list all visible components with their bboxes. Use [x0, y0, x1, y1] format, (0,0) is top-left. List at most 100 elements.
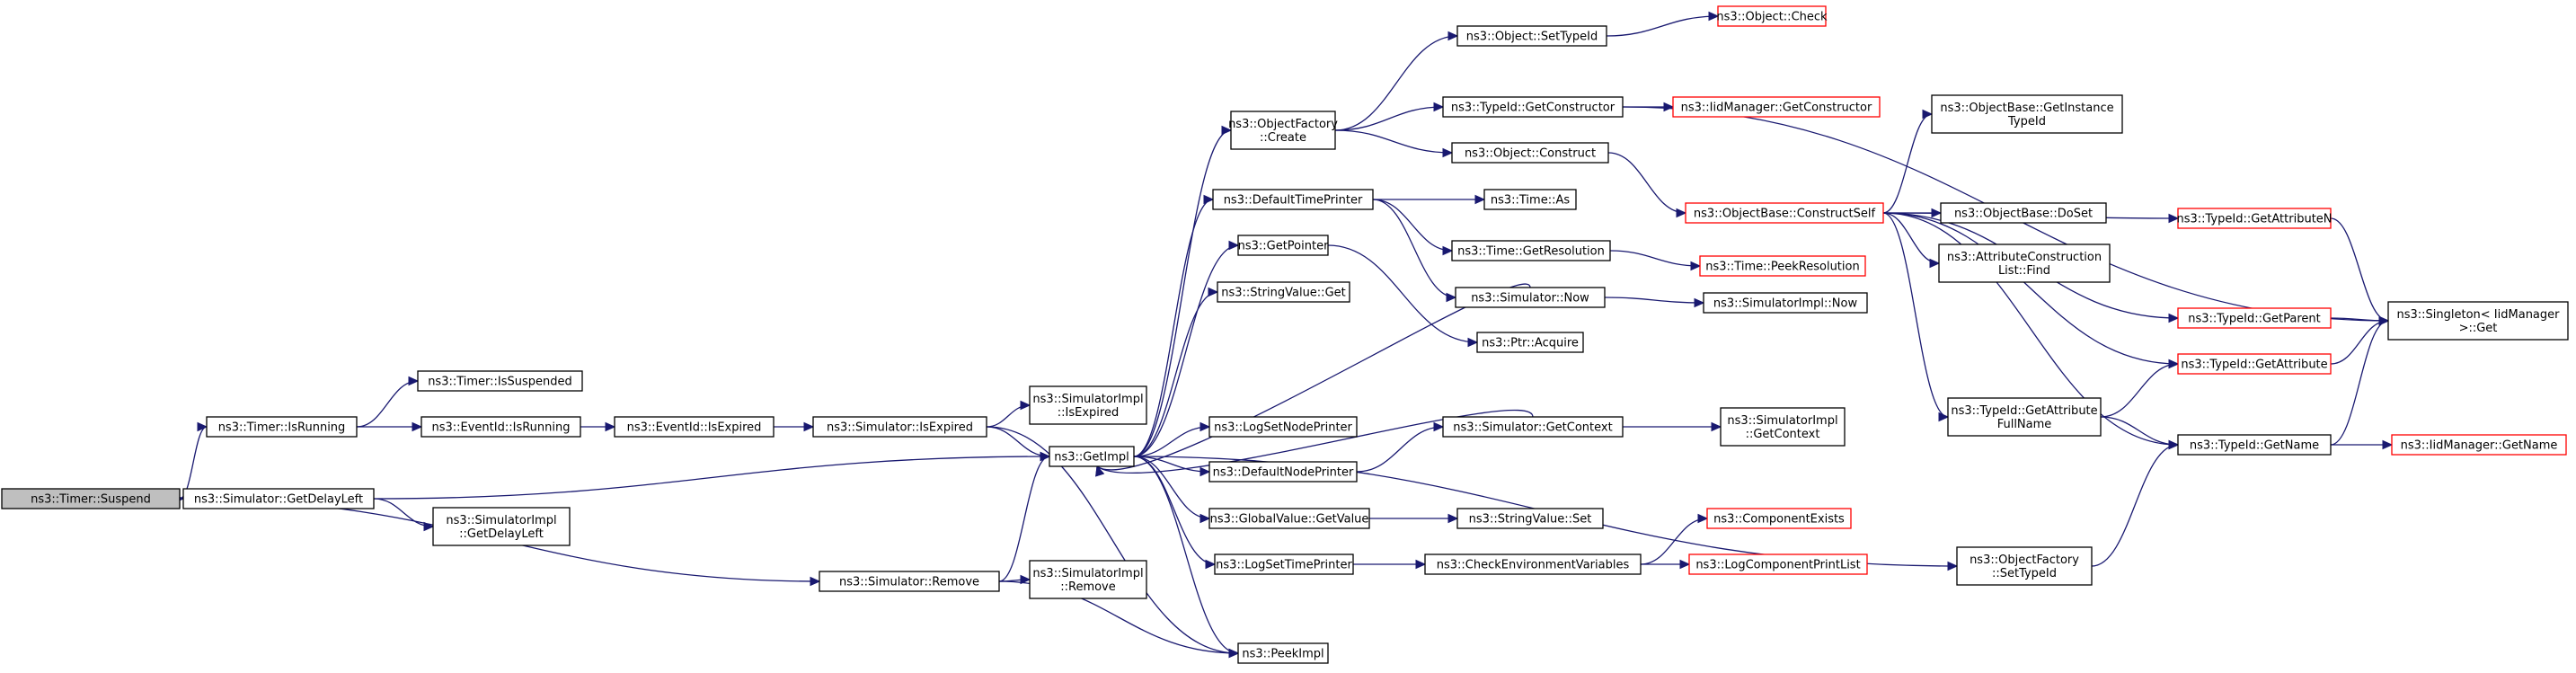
edge-line	[179, 426, 208, 500]
node-label: ::Remove	[1060, 580, 1116, 594]
node-peekimpl[interactable]: ns3::PeekImpl	[1237, 642, 1329, 664]
node-ptr_acquire[interactable]: ns3::Ptr::Acquire	[1476, 332, 1584, 353]
node-iidmanager_getconstructor[interactable]: ns3::IidManager::GetConstructor	[1672, 96, 1881, 118]
node-simimpl_isexpired[interactable]: ns3::SimulatorImpl::IsExpired	[1029, 385, 1147, 425]
edge-objbase_constructself-to-typeid_getattributefullname	[1882, 212, 1950, 422]
edge-evisexpired-to-simisexpired	[773, 421, 815, 432]
node-layer: ns3::Timer::Suspend ns3::Timer::IsRunning…	[1, 5, 2569, 664]
node-label: ns3::Simulator::GetContext	[1453, 421, 1612, 435]
node-simulator_now[interactable]: ns3::Simulator::Now	[1455, 287, 1606, 308]
node-defaulttimeprinter[interactable]: ns3::DefaultTimePrinter	[1212, 189, 1374, 210]
node-stringvalue_get[interactable]: ns3::StringValue::Get	[1217, 281, 1350, 303]
node-getdelayleft[interactable]: ns3::Simulator::GetDelayLeft	[182, 488, 375, 509]
edge-arrowhead	[1199, 513, 1211, 524]
node-iidmanager_getname[interactable]: ns3::IidManager::GetName	[2391, 434, 2567, 456]
edge-arrowhead	[2168, 439, 2180, 450]
node-time_as[interactable]: ns3::Time::As	[1483, 189, 1577, 210]
node-box	[1685, 202, 1884, 224]
edge-arrowhead	[1221, 125, 1233, 136]
node-object_construct[interactable]: ns3::Object::Construct	[1451, 142, 1609, 164]
node-typeid_getattribute[interactable]: ns3::TypeId::GetAttribute	[2177, 353, 2332, 375]
node-label: ns3::StringValue::Set	[1469, 513, 1592, 527]
edge-arrowhead	[1708, 11, 1720, 22]
node-defaultnodeprinter[interactable]: ns3::DefaultNodePrinter	[1208, 461, 1358, 483]
node-globalvalue_getvalue[interactable]: ns3::GlobalValue::GetValue	[1208, 508, 1370, 529]
node-label: ns3::TypeId::GetAttribute	[2181, 359, 2327, 372]
node-simimpl_remove[interactable]: ns3::SimulatorImpl::Remove	[1029, 560, 1147, 599]
edge-arrowhead	[1040, 451, 1051, 462]
edge-objfactory_create-to-object_settypeid	[1334, 31, 1459, 131]
node-box	[2391, 434, 2567, 456]
node-issuspended[interactable]: ns3::Timer::IsSuspended	[417, 370, 583, 392]
node-label: ns3::PeekImpl	[1242, 648, 1323, 661]
node-singleton_get[interactable]: ns3::Singleton< IidManager>::Get	[2387, 301, 2569, 341]
node-box	[1956, 546, 2093, 586]
edge-line	[1882, 212, 1949, 418]
node-logcomponentprintlist[interactable]: ns3::LogComponentPrintList	[1688, 553, 1868, 575]
node-getpointer[interactable]: ns3::GetPointer	[1237, 235, 1329, 256]
edge-line	[1133, 291, 1218, 457]
edge-line	[1133, 426, 1210, 457]
node-object_settypeid[interactable]: ns3::Object::SetTypeId	[1456, 25, 1607, 47]
node-box	[1688, 553, 1868, 575]
node-label: ns3::Timer::IsSuspended	[428, 376, 572, 389]
node-object_check[interactable]: ns3::Object::Check	[1716, 5, 1828, 27]
node-label: ns3::Simulator::Now	[1471, 292, 1589, 306]
edge-objfactory_settypeid-to-typeid_getname	[2091, 439, 2180, 567]
node-label: ns3::SimulatorImpl	[446, 514, 556, 527]
node-objfactory_settypeid[interactable]: ns3::ObjectFactory::SetTypeId	[1956, 546, 2093, 586]
node-logsettimeprinter[interactable]: ns3::LogSetTimePrinter	[1214, 553, 1354, 575]
node-label: ns3::Ptr::Acquire	[1482, 337, 1579, 350]
node-logsetnodeprinter[interactable]: ns3::LogSetNodePrinter	[1208, 416, 1358, 438]
node-objfactory_create[interactable]: ns3::ObjectFactory::Create	[1228, 111, 1338, 150]
edge-line	[1133, 244, 1239, 457]
node-objbase_doset[interactable]: ns3::ObjectBase::DoSet	[1940, 202, 2107, 224]
node-label: ns3::SimulatorImpl	[1032, 567, 1143, 580]
node-box	[1237, 235, 1329, 256]
node-simimpl_getcontext[interactable]: ns3::SimulatorImpl::GetContext	[1720, 407, 1846, 447]
node-componentexists[interactable]: ns3::ComponentExists	[1706, 508, 1852, 529]
edge-arrowhead	[1711, 421, 1722, 432]
node-label: ns3::ObjectBase::ConstructSelf	[1694, 208, 1876, 221]
node-label: ns3::Object::Check	[1716, 11, 1828, 24]
node-box	[2177, 353, 2332, 375]
node-box	[1456, 25, 1607, 47]
node-simisexpired[interactable]: ns3::Simulator::IsExpired	[812, 416, 987, 438]
node-isrunning[interactable]: ns3::Timer::IsRunning	[206, 416, 358, 438]
node-typeid_getconstructor[interactable]: ns3::TypeId::GetConstructor	[1442, 96, 1624, 118]
edge-simremove-to-getimpl	[998, 451, 1051, 582]
node-simulator_getcontext[interactable]: ns3::Simulator::GetContext	[1442, 416, 1624, 438]
edge-objbase_constructself-to-attrconstructionlist_find	[1882, 212, 1941, 269]
node-simremove[interactable]: ns3::Simulator::Remove	[819, 571, 1000, 592]
node-typeid_getattributen[interactable]: ns3::TypeId::GetAttributeN	[2176, 208, 2333, 229]
node-suspend[interactable]: ns3::Timer::Suspend	[1, 488, 181, 509]
node-typeid_getname[interactable]: ns3::TypeId::GetName	[2177, 434, 2332, 456]
edge-arrowhead	[2378, 315, 2390, 326]
edge-line	[1882, 113, 1933, 214]
edge-line	[2330, 217, 2389, 322]
node-typeid_getparent[interactable]: ns3::TypeId::GetParent	[2177, 307, 2332, 329]
node-checkenv[interactable]: ns3::CheckEnvironmentVariables	[1424, 553, 1642, 575]
node-label: ns3::ObjectBase::GetInstance	[1940, 102, 2113, 115]
node-objbase_constructself[interactable]: ns3::ObjectBase::ConstructSelf	[1685, 202, 1884, 224]
node-box	[1699, 255, 1866, 277]
edge-getimpl-to-peekimpl	[1133, 456, 1240, 659]
node-label: ns3::TypeId::GetName	[2190, 439, 2319, 453]
node-getimpl[interactable]: ns3::GetImpl	[1049, 446, 1135, 467]
node-evisexpired[interactable]: ns3::EventId::IsExpired	[614, 416, 775, 438]
node-label: ns3::Timer::Suspend	[31, 493, 151, 507]
node-evisrunning[interactable]: ns3::EventId::IsRunning	[420, 416, 581, 438]
node-box	[1442, 96, 1624, 118]
edge-layer	[173, 11, 2394, 659]
node-time_peekresolution[interactable]: ns3::Time::PeekResolution	[1699, 255, 1866, 277]
node-simimpl_now[interactable]: ns3::SimulatorImpl::Now	[1703, 292, 1868, 314]
edge-objfactory_create-to-object_construct	[1334, 129, 1454, 158]
node-simimpl_getdelayleft[interactable]: ns3::SimulatorImpl::GetDelayLeft	[432, 507, 571, 546]
node-time_getresolution[interactable]: ns3::Time::GetResolution	[1451, 240, 1611, 261]
node-stringvalue_set[interactable]: ns3::StringValue::Set	[1456, 508, 1604, 529]
edge-arrowhead	[1446, 292, 1457, 303]
edge-objbase_constructself-to-objbase_getinstancetypeid	[1882, 109, 1934, 214]
